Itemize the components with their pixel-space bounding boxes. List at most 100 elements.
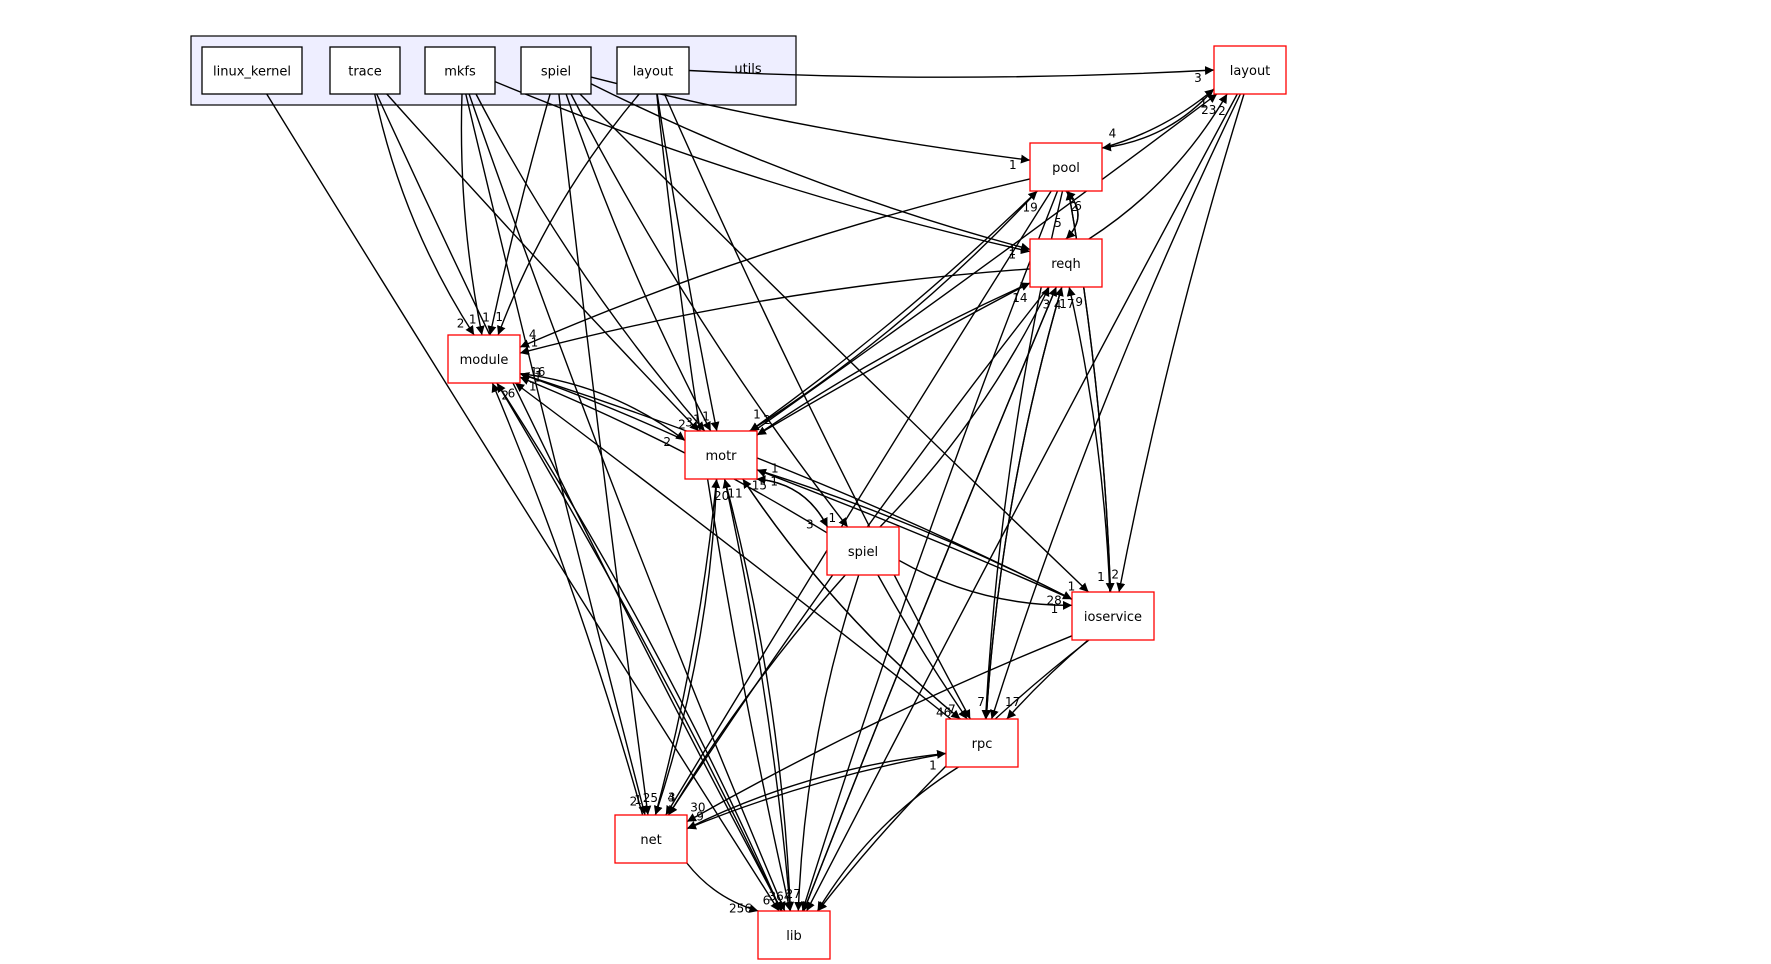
edge-label[interactable]: 2 [1070,200,1078,214]
node-label[interactable]: reqh [1051,257,1081,272]
edge-u-layout-to-rpc[interactable] [663,93,971,720]
edge-rpc-to-motr[interactable] [742,478,961,720]
edge-label[interactable]: 6 [1074,199,1082,213]
edge-label[interactable]: 6 [508,386,516,400]
edge-rpc-to-reqh[interactable] [985,286,1064,720]
edge-label[interactable]: 20 [714,489,729,503]
edge-reqh-to-module[interactable] [519,268,1031,356]
edge-reqh-to-layout[interactable] [1088,93,1228,240]
edge-label[interactable]: 11 [727,487,742,501]
node-box[interactable] [201,46,303,95]
node-u-trace[interactable]: trace [329,46,401,95]
edge-label[interactable]: 7 [948,703,956,717]
edge-label[interactable]: 1 [1200,97,1208,111]
edge-motr-to-ioservice[interactable] [756,469,1073,600]
edge-u-spiel-to-module[interactable] [487,93,551,336]
edge-label[interactable]: 2 [763,413,771,427]
node-box[interactable] [614,814,688,864]
node-box[interactable] [1029,238,1103,288]
node-ioservice[interactable]: ioservice [1071,591,1155,641]
node-box[interactable] [757,910,831,960]
edge-label[interactable]: 1 [469,313,477,327]
edge-spiel-to-module[interactable] [519,376,828,534]
edge-label[interactable]: 16 [530,365,545,379]
edge-label[interactable]: 3 [1194,71,1202,85]
edge-label[interactable]: 28 [1047,594,1062,608]
node-box[interactable] [447,334,521,384]
edge-spiel-to-ioservice[interactable] [898,559,1073,610]
node-label[interactable]: motr [705,449,737,464]
node-box[interactable] [520,46,592,95]
node-box[interactable] [424,46,496,95]
edge-label[interactable]: 23 [1201,103,1216,117]
edge-net-to-module[interactable] [491,382,644,816]
node-box[interactable] [1071,591,1155,641]
edge-label[interactable]: 9 [696,809,704,823]
node-box[interactable] [684,430,758,480]
edge-label[interactable]: 3 [668,790,676,804]
edge-label[interactable]: 3 [1043,298,1051,312]
edge-label[interactable]: 1 [482,311,490,325]
edge-layout-to-pool[interactable] [1101,88,1215,152]
edge-label[interactable]: 15 [752,479,767,493]
node-label[interactable]: spiel [848,545,878,560]
edge-lib-to-motr[interactable] [722,478,792,912]
node-label[interactable]: mkfs [444,65,476,80]
edge-label[interactable]: 1 [693,413,701,427]
edge-u-mkfs-to-lib[interactable] [468,93,786,912]
edge-u-spiel-to-spiel[interactable] [570,93,849,528]
edge-reqh-to-motr[interactable] [756,282,1031,436]
edge-label[interactable]: 3 [534,365,542,379]
edge-label[interactable]: 3 [685,415,693,429]
edge-label[interactable]: 256 [729,902,752,916]
node-u-linux-kernel[interactable]: linux_kernel [201,46,303,95]
node-box[interactable] [945,718,1019,768]
edge-u-mkfs-to-module[interactable] [460,93,485,336]
node-label[interactable]: pool [1052,161,1080,176]
edge-u-spiel-to-ioservice[interactable] [579,93,1089,593]
edge-label[interactable]: 2 [663,435,671,449]
node-box[interactable] [1213,45,1287,95]
edge-label[interactable]: 1 [1009,158,1017,172]
edge-rpc-to-lib[interactable] [816,766,959,912]
edge-rpc-to-net[interactable] [686,752,947,830]
edge-label[interactable]: 25 [643,791,658,805]
node-pool[interactable]: pool [1029,142,1103,192]
edge-pool-to-net[interactable] [665,190,1052,816]
edge-label[interactable]: 4 [529,328,537,342]
edge-lib-to-reqh[interactable] [803,286,1057,912]
edge-label[interactable]: 9 [1075,295,1083,309]
edge-u-trace-to-motr[interactable] [386,93,700,432]
node-box[interactable] [329,46,401,95]
edge-label[interactable]: 1 [828,511,836,525]
edge-spiel-to-reqh[interactable] [879,286,1050,528]
edge-label[interactable]: 14 [1012,291,1027,305]
node-label[interactable]: linux_kernel [213,65,291,80]
edge-pool-to-lib[interactable] [800,190,1059,912]
edge-label[interactable]: 2 [630,794,638,808]
edge-net-to-rpc[interactable] [686,749,947,830]
edge-motr-to-net[interactable] [653,478,718,816]
edge-u-layout-to-layout[interactable] [688,65,1215,78]
edge-ioservice-to-lib[interactable] [817,639,1090,912]
edge-label[interactable]: 4 [667,790,675,804]
edge-motr-to-module[interactable] [519,372,686,442]
edge-label[interactable]: 7 [977,695,985,709]
edge-label[interactable]: 1 [753,408,761,422]
edge-motr-to-spiel[interactable] [756,478,829,528]
edge-pool-to-module[interactable] [519,178,1031,348]
edge-u-trace-to-module[interactable] [374,93,475,336]
edge-u-mkfs-to-net[interactable] [465,93,648,816]
edge-pool-to-motr[interactable] [749,190,1038,432]
edge-motr-to-lib[interactable] [723,478,795,912]
edge-spiel-to-rpc[interactable] [877,574,968,720]
edge-u-spiel-to-motr[interactable] [565,93,712,432]
node-label[interactable]: trace [348,65,382,80]
node-layout[interactable]: layout [1213,45,1287,95]
edge-motr-to-pool[interactable] [749,190,1038,432]
edge-spiel-to-lib[interactable] [794,574,860,912]
node-lib[interactable]: lib [757,910,831,960]
edge-label[interactable]: 2 [501,389,509,403]
edge-module-to-motr[interactable] [519,372,686,441]
node-label[interactable]: spiel [541,65,571,80]
